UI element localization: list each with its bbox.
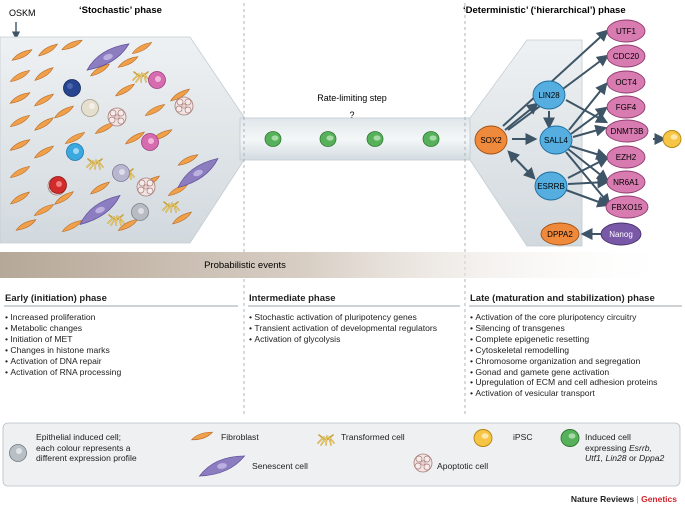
legend-epithelial-icon xyxy=(9,444,27,462)
journal-credit: Nature Reviews | Genetics xyxy=(570,494,677,504)
svg-text:FBXO15: FBXO15 xyxy=(612,203,643,212)
node-fgf4: FGF4 xyxy=(606,95,646,119)
svg-text:DPPA2: DPPA2 xyxy=(547,230,573,239)
list-item: Complete epigenetic resetting xyxy=(470,334,657,345)
probabilistic-events-label: Probabilistic events xyxy=(204,260,286,271)
list-item: Activation of RNA processing xyxy=(5,367,121,378)
legend-ipsc-icon xyxy=(473,429,493,447)
legend-ipsc-label: iPSC xyxy=(513,432,533,442)
early-phase-list: Increased proliferation Metabolic change… xyxy=(5,312,121,377)
node-utf1: UTF1 xyxy=(606,19,646,43)
node-oct4: OCT4 xyxy=(606,70,646,94)
network-arrows xyxy=(502,29,667,240)
list-item: Upregulation of ECM and cell adhesion pr… xyxy=(470,377,657,388)
node-sall4: SALL4 xyxy=(539,125,573,155)
list-item: Activation of DNA repair xyxy=(5,356,121,367)
list-item: Transient activation of developmental re… xyxy=(249,323,437,334)
svg-text:SOX2: SOX2 xyxy=(480,136,502,145)
list-item: Activation of the core pluripotency circ… xyxy=(470,312,657,323)
list-item: Gonad and gamete gene activation xyxy=(470,367,657,378)
rate-limiting-step-label: Rate-limiting step xyxy=(317,93,387,103)
probabilistic-events-band xyxy=(0,252,680,278)
node-ezh2: EZH2 xyxy=(606,145,646,169)
stochastic-funnel xyxy=(0,36,245,244)
deterministic-phase-title: ‘Deterministic’ (‘hierarchical’) phase xyxy=(463,5,626,16)
node-sox2: SOX2 xyxy=(474,125,508,155)
stochastic-cell-population xyxy=(8,39,224,233)
node-dnmt3b: DNMT3B xyxy=(605,119,649,143)
node-dppa2: DPPA2 xyxy=(540,222,580,246)
late-phase-list: Activation of the core pluripotency circ… xyxy=(470,312,657,399)
legend-epithelial-label: Epithelial induced cell; each colour rep… xyxy=(36,432,137,464)
svg-text:Nanog: Nanog xyxy=(609,230,633,239)
question-mark: ? xyxy=(349,110,354,120)
svg-text:UTF1: UTF1 xyxy=(616,27,637,36)
list-item: Increased proliferation xyxy=(5,312,121,323)
legend-apoptotic-label: Apoptotic cell xyxy=(437,461,489,471)
legend-induced-label: Induced cell expressing Esrrb, Utf1, Lin… xyxy=(585,432,665,464)
svg-text:CDC20: CDC20 xyxy=(613,52,640,61)
node-fbxo15: FBXO15 xyxy=(605,195,649,219)
svg-text:LIN28: LIN28 xyxy=(538,91,560,100)
list-item: Cytoskeletal remodelling xyxy=(470,345,657,356)
node-esrrb: ESRRB xyxy=(534,171,568,201)
svg-text:DNMT3B: DNMT3B xyxy=(611,127,644,136)
svg-text:EZH2: EZH2 xyxy=(616,153,637,162)
list-item: Silencing of transgenes xyxy=(470,323,657,334)
induced-cells-in-tube xyxy=(264,131,440,147)
node-lin28: LIN28 xyxy=(532,80,566,110)
legend-senescent-label: Senescent cell xyxy=(252,461,308,471)
list-item: Activation of vesicular transport xyxy=(470,388,657,399)
list-item: Chromosome organization and segregation xyxy=(470,356,657,367)
early-phase-title: Early (initiation) phase xyxy=(5,293,107,304)
legend-transformed-label: Transformed cell xyxy=(341,432,405,442)
oskm-label: OSKM xyxy=(9,8,36,18)
svg-text:NR6A1: NR6A1 xyxy=(613,178,639,187)
list-item: Metabolic changes xyxy=(5,323,121,334)
legend-induced-icon xyxy=(560,429,580,447)
svg-text:ESRRB: ESRRB xyxy=(537,182,565,191)
legend-apoptotic-icon xyxy=(413,453,433,473)
svg-text:OCT4: OCT4 xyxy=(615,78,637,87)
intermediate-phase-title: Intermediate phase xyxy=(249,293,336,304)
node-nr6a1: NR6A1 xyxy=(606,170,646,194)
legend-box xyxy=(2,422,681,487)
list-item: Initiation of MET xyxy=(5,334,121,345)
list-item: Activation of glycolysis xyxy=(249,334,437,345)
list-item: Changes in histone marks xyxy=(5,345,121,356)
svg-text:SALL4: SALL4 xyxy=(544,136,569,145)
list-item: Stochastic activation of pluripotency ge… xyxy=(249,312,437,323)
node-nanog: Nanog xyxy=(600,222,642,246)
legend-fibroblast-label: Fibroblast xyxy=(221,432,259,442)
node-cdc20: CDC20 xyxy=(606,44,646,68)
stochastic-phase-title: ‘Stochastic’ phase xyxy=(79,5,162,16)
intermediate-phase-list: Stochastic activation of pluripotency ge… xyxy=(249,312,437,345)
ipsc-output-cell xyxy=(662,130,682,148)
late-phase-title: Late (maturation and stabilization) phas… xyxy=(470,293,655,304)
svg-text:FGF4: FGF4 xyxy=(616,103,637,112)
